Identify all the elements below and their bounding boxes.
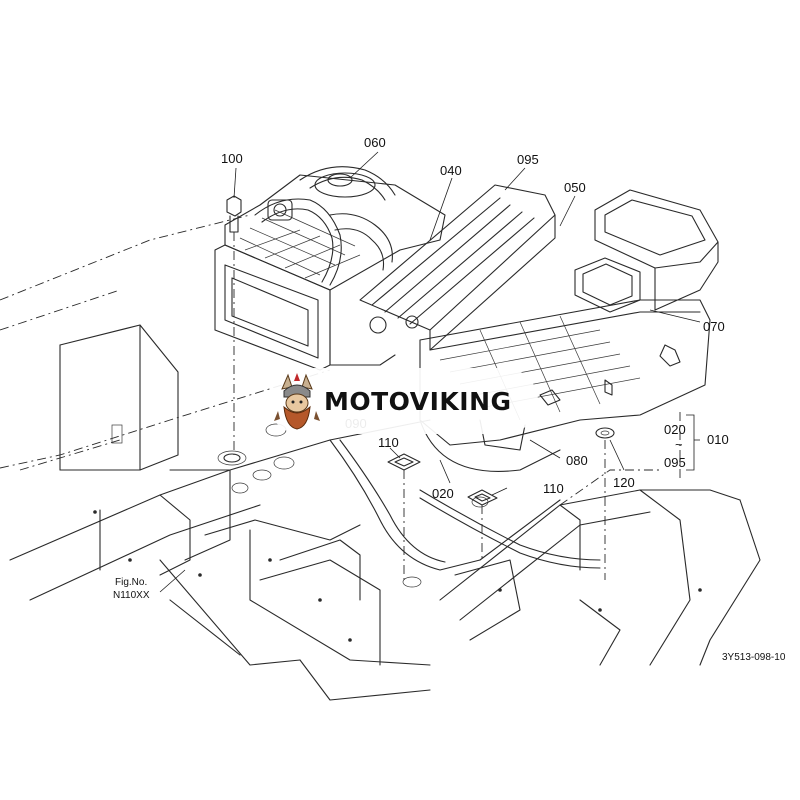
viking-logo-icon [274, 373, 320, 430]
callout-060: 060 [364, 135, 386, 150]
callouts: 100 060 040 095 050 070 090 110 110 080 … [113, 135, 786, 663]
callout-110-right: 110 [543, 481, 564, 496]
fig-ref-line1: Fig.No. [115, 577, 147, 588]
callout-040: 040 [440, 163, 462, 178]
watermark-banner: MOTOVIKING [268, 368, 538, 434]
chassis-frame [0, 214, 431, 701]
callout-120: 120 [613, 475, 635, 490]
callout-110-left: 110 [378, 435, 399, 450]
callout-070: 070 [703, 319, 725, 334]
seals [223, 427, 615, 506]
callout-095-range: 095 [664, 455, 686, 470]
callout-010: 010 [707, 432, 729, 447]
right-frame [439, 469, 761, 666]
callout-080: 080 [566, 453, 588, 468]
reference-lines [233, 232, 681, 580]
floor-holes [217, 423, 489, 588]
callout-020-bottom: 020 [432, 486, 454, 501]
floor-hoses [329, 439, 601, 571]
leader-lines [233, 151, 701, 496]
fig-ref-line2: N110XX [113, 590, 150, 601]
callout-020-range: 020 [664, 422, 686, 437]
watermark-text: MOTOVIKING [324, 386, 512, 416]
callout-050: 050 [564, 180, 586, 195]
callout-tilde: ~ [675, 437, 683, 452]
drawing-id: 3Y513-098-10 [722, 652, 786, 663]
callout-100: 100 [221, 151, 243, 166]
callout-095: 095 [517, 152, 539, 167]
